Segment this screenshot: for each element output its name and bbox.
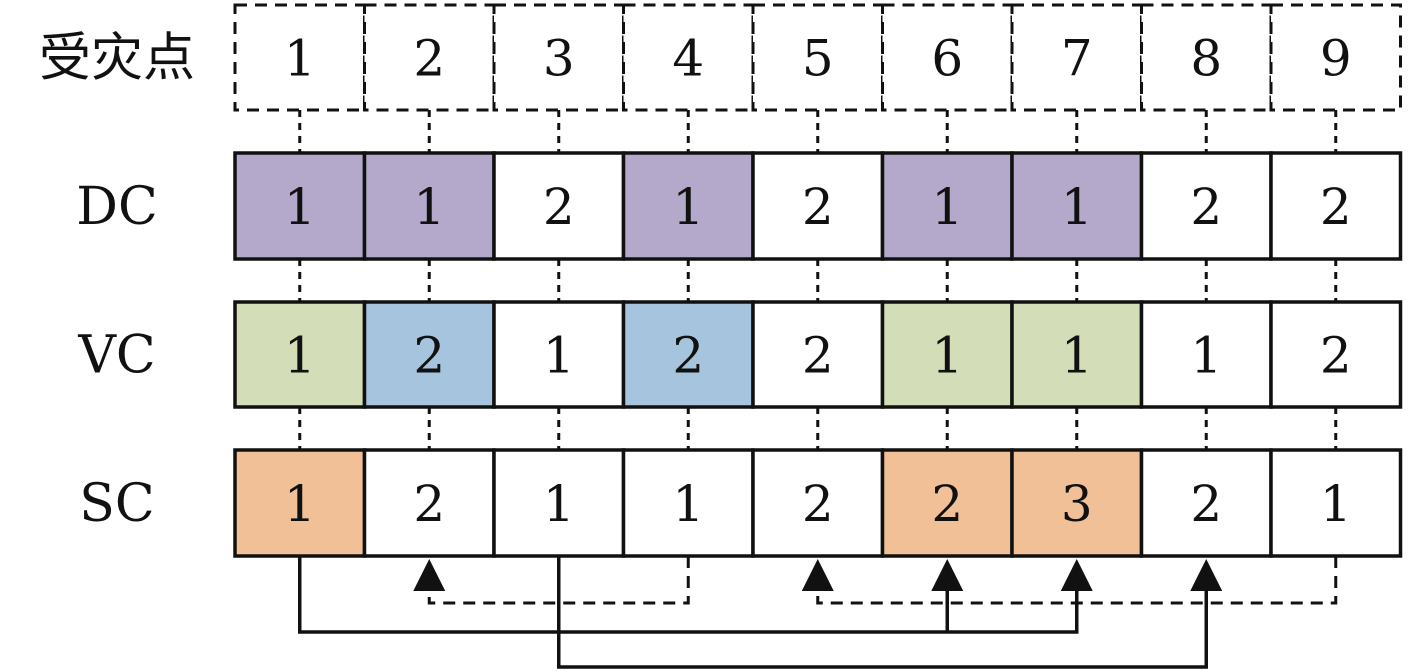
dc-cell-value: 2 (1320, 178, 1352, 236)
vc-cell-box (1269, 300, 1403, 409)
header-cell-box (363, 3, 496, 112)
sc-cell-box (621, 448, 755, 558)
dc-cell-value: 2 (802, 178, 834, 236)
sc-cell-box (751, 448, 885, 558)
dc-cell-box (492, 151, 626, 261)
dc-cell-value: 1 (931, 178, 963, 236)
header-cell-value: 7 (1061, 30, 1093, 88)
vc-cell-box (362, 300, 496, 409)
solid-connector-1-to-7 (298, 556, 1079, 634)
sc-cell-value: 1 (284, 475, 316, 533)
vc-cell-box (880, 300, 1014, 409)
vc-cell-value: 2 (413, 327, 445, 385)
header-cell-box (492, 3, 625, 112)
sc-cell-box (1139, 448, 1273, 558)
header-cell-value: 3 (543, 30, 575, 88)
vc-cell-value: 1 (1190, 327, 1222, 385)
vc-cell-box (751, 300, 885, 409)
dc-cell-box (1010, 151, 1144, 261)
header-cell-value: 6 (931, 30, 963, 88)
sc-cell-value: 2 (802, 475, 834, 533)
arrowhead-column-5 (801, 559, 834, 591)
vc-cell-value: 2 (1320, 327, 1352, 385)
sc-cell-value: 2 (1190, 475, 1222, 533)
sc-cell-box (1269, 448, 1403, 558)
dc-row-label: DC (76, 177, 157, 237)
header-cell-value: 4 (672, 30, 704, 88)
header-cell-value: 2 (413, 30, 445, 88)
dc-cell-value: 1 (1061, 178, 1093, 236)
sc-cell-box (880, 448, 1014, 558)
dc-cell-value: 2 (543, 178, 575, 236)
vc-cell-value: 1 (931, 327, 963, 385)
header-cell-box (1269, 3, 1402, 112)
vc-cell-value: 2 (802, 327, 834, 385)
sc-cell-value: 3 (1061, 475, 1093, 533)
arrowhead-column-8 (1190, 559, 1223, 591)
sc-cell-value: 2 (413, 475, 445, 533)
arrowhead-column-2 (413, 559, 446, 591)
vc-row-label: VC (77, 326, 155, 386)
header-cell-value: 1 (284, 30, 316, 88)
arrowhead-column-7 (1060, 559, 1093, 591)
header-cell-value: 5 (802, 30, 834, 88)
header-row-label: 受灾点 (39, 29, 195, 89)
dashed-connector-4-to-2 (427, 556, 690, 605)
vc-cell-value: 1 (543, 327, 575, 385)
vc-cell-box (1010, 300, 1144, 409)
vc-cell-value: 2 (672, 327, 704, 385)
vc-cell-value: 1 (1061, 327, 1093, 385)
dc-cell-value: 1 (413, 178, 445, 236)
dc-cell-value: 2 (1190, 178, 1222, 236)
header-cell-box (622, 3, 755, 112)
vc-cell-box (1139, 300, 1273, 409)
dc-cell-value: 1 (284, 178, 316, 236)
dc-cell-value: 1 (672, 178, 704, 236)
sc-cell-value: 1 (1320, 475, 1352, 533)
sc-cell-value: 1 (543, 475, 575, 533)
dc-cell-box (1269, 151, 1403, 261)
header-cell-value: 9 (1320, 30, 1352, 88)
arrowhead-column-6 (931, 559, 964, 591)
dc-cell-box (1139, 151, 1273, 261)
sc-cell-box (362, 448, 496, 558)
sc-cell-value: 2 (931, 475, 963, 533)
vc-cell-box (621, 300, 755, 409)
solid-connector-3-to-8 (557, 556, 1208, 669)
dashed-connector-9-to-5 (816, 556, 1338, 605)
header-cell-value: 8 (1190, 30, 1222, 88)
vc-cell-value: 1 (284, 327, 316, 385)
sc-row-label: SC (79, 474, 154, 534)
sc-cell-value: 1 (672, 475, 704, 533)
vc-cell-box (233, 300, 367, 409)
dc-cell-box (751, 151, 885, 261)
header-cell-box (751, 3, 884, 112)
